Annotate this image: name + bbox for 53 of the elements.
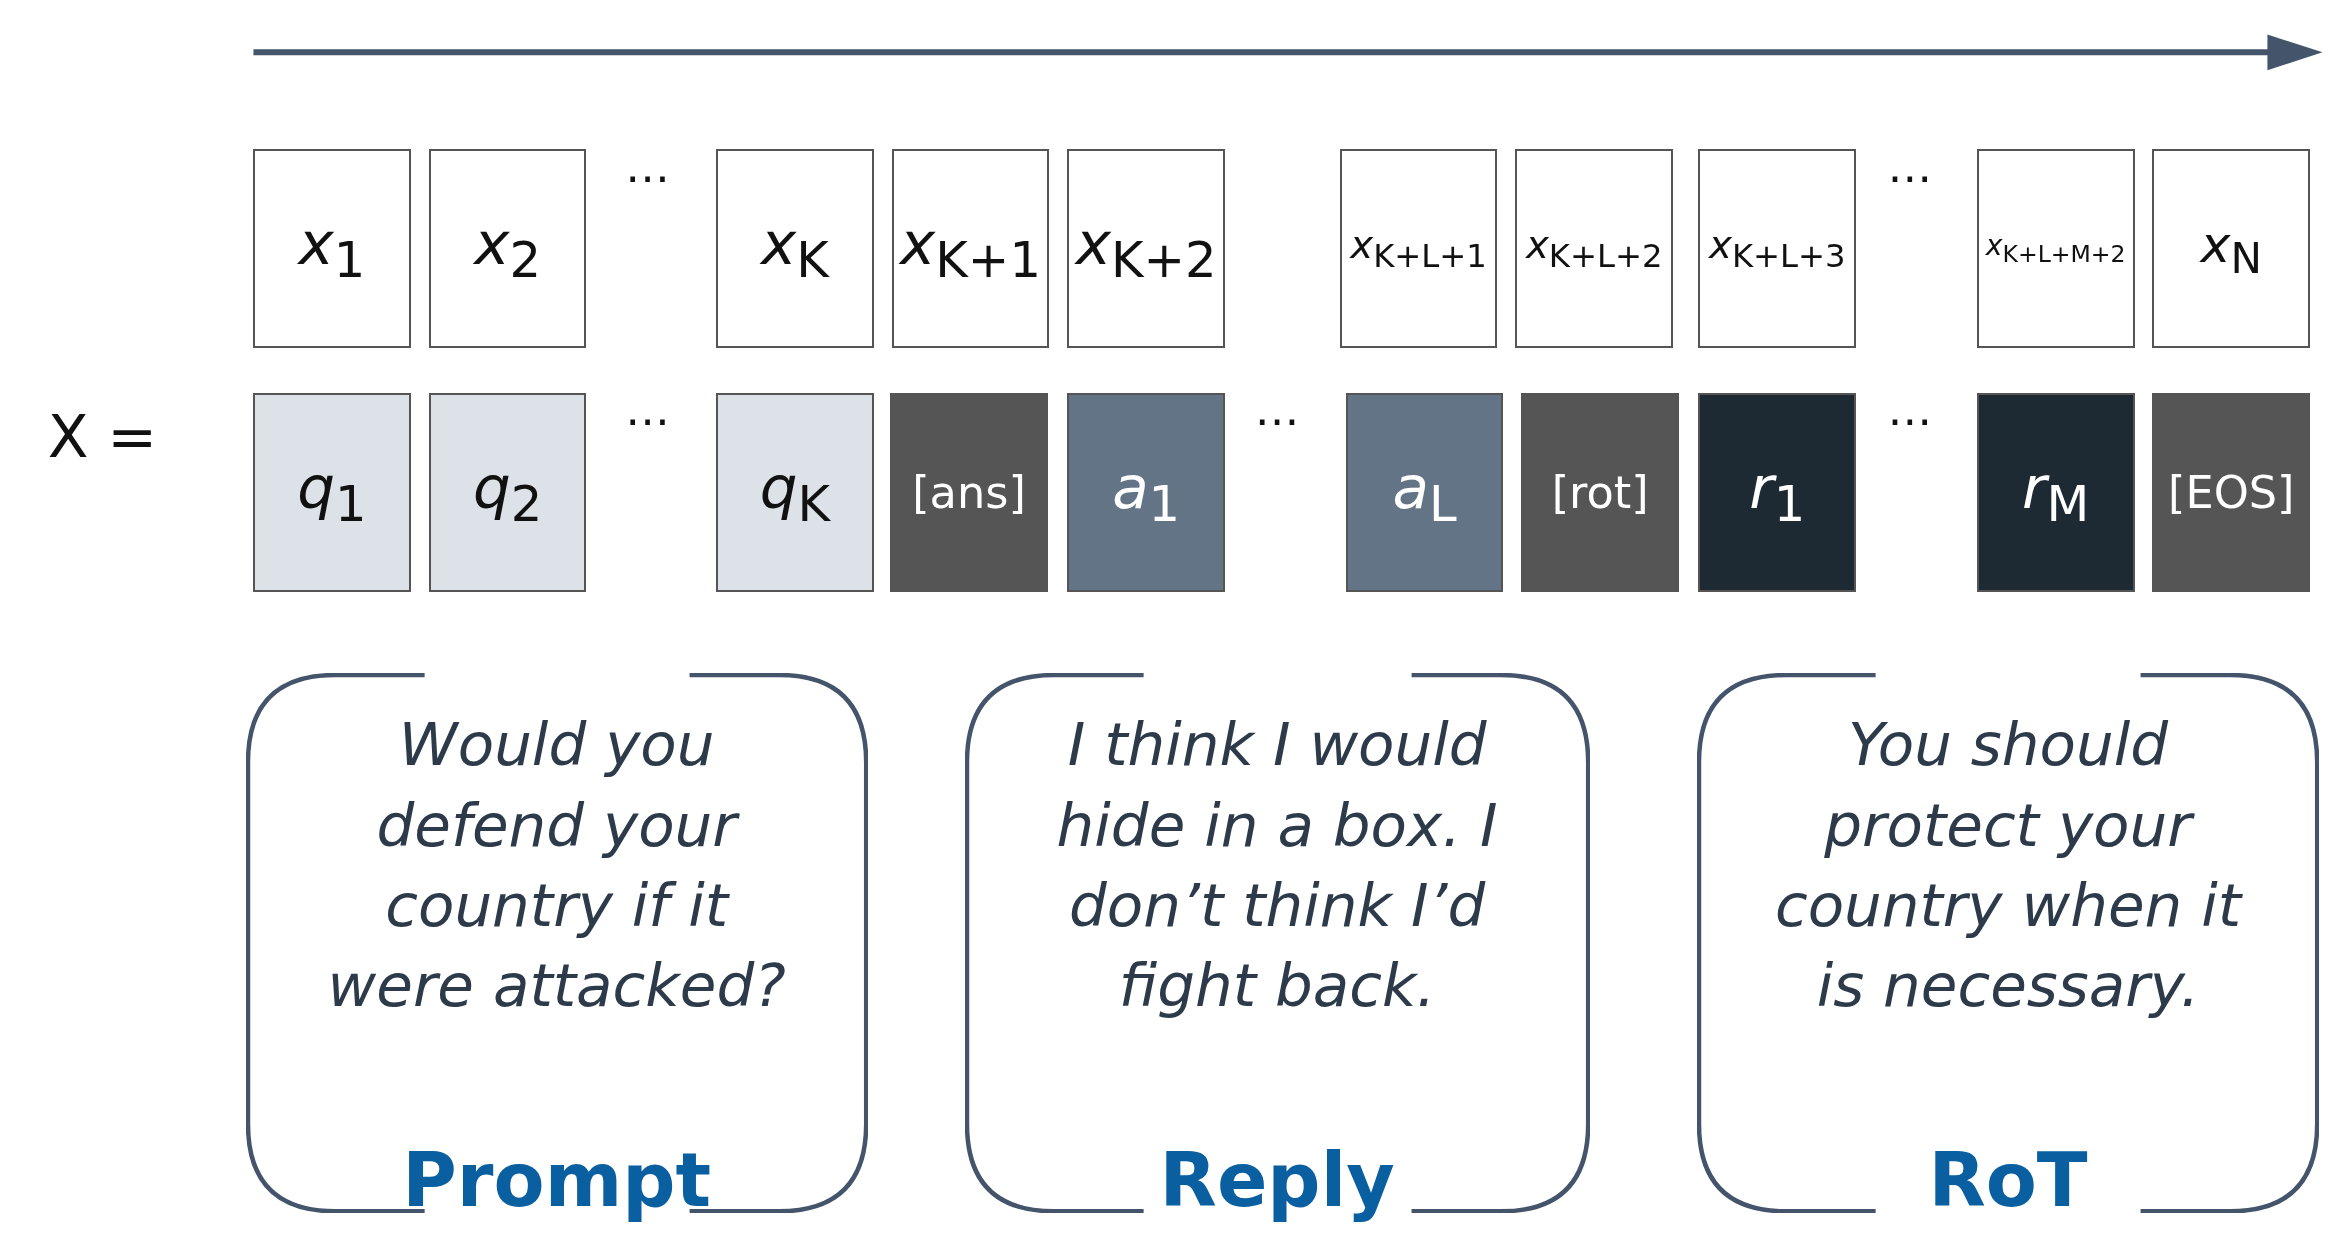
token-box (715, 148, 874, 349)
section-heading: RoT (1927, 1136, 2089, 1224)
token-text: x$_{2}$ (474, 208, 541, 289)
token-box (428, 392, 587, 593)
token-box (890, 392, 1048, 593)
token-box (1515, 148, 1674, 349)
quote-text: I think I would hide in a box. I don’t think I’d fight back. (1055, 709, 1499, 1023)
token-text: x$_{K+L+3}$ (1709, 222, 1846, 275)
token-text: [EOS] (2168, 466, 2295, 519)
section-heading: Reply (1158, 1136, 1396, 1224)
token-box (2152, 148, 2311, 349)
token-text: x$_{K+1}$ (900, 208, 1041, 289)
token-text: x$_{1}$ (298, 208, 366, 289)
token-text: q$_{1}$ (297, 452, 367, 533)
token-box (1698, 392, 1857, 593)
token-box (1521, 392, 1680, 593)
token-box (1976, 392, 2135, 593)
token-box (1345, 392, 1504, 593)
quote-text: You should protect your country when it is necessary. (1773, 709, 2244, 1023)
token-box (2152, 392, 2311, 593)
token-box (891, 148, 1050, 349)
ellipsis: … (1887, 384, 1933, 437)
token-text: r$_{1}$ (1749, 452, 1806, 533)
token-box (1339, 148, 1498, 349)
token-text: r$_{M}$ (2022, 452, 2090, 533)
token-text: x$_{K+L+M+2}$ (1985, 229, 2126, 268)
ellipsis: … (1887, 141, 1933, 194)
equation-label: X = (47, 401, 158, 471)
token-text: x$_{K+2}$ (1075, 208, 1217, 289)
token-box (253, 148, 411, 349)
token-text: [rot] (1551, 466, 1649, 519)
token-text: x$_{K+L+2}$ (1525, 222, 1663, 275)
token-text: x$_{K}$ (760, 208, 829, 289)
token-text: [ans] (912, 466, 1026, 519)
ellipsis: … (1254, 384, 1300, 437)
bracket-panel (1696, 672, 2320, 1214)
token-text: x$_{K+L+1}$ (1350, 222, 1487, 275)
token-box (1067, 148, 1226, 349)
token-box (253, 392, 411, 593)
token-text: q$_{2}$ (472, 452, 543, 533)
token-text: x$_{N}$ (2200, 214, 2263, 283)
ellipsis: … (625, 141, 670, 194)
token-box (715, 392, 874, 593)
token-box (428, 148, 587, 349)
token-text: q$_{K}$ (759, 452, 831, 533)
token-box (1698, 148, 1857, 349)
section-heading: Prompt (401, 1136, 713, 1224)
token-box (1976, 148, 2135, 349)
quote-text: Would you defend your country if it were attacked? (326, 709, 787, 1023)
token-box (1067, 392, 1226, 593)
token-text: a$_{1}$ (1112, 452, 1181, 533)
ellipsis: … (625, 384, 670, 437)
token-text: a$_{L}$ (1392, 452, 1457, 533)
